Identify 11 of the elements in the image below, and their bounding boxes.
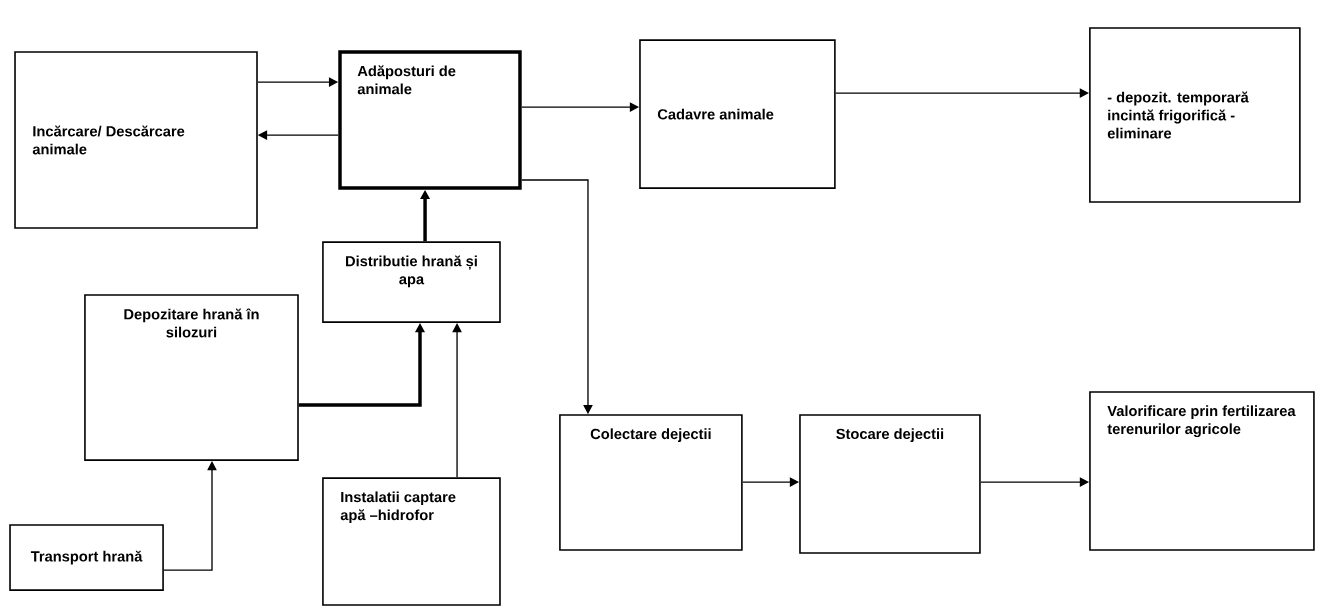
process-box: Distributie hrană și apa [322,241,501,323]
process-box: - depozit. temporară incintă frigorifică - eliminare [1089,27,1301,203]
process-box: Adăposturi de animale [338,50,522,190]
process-box: Cadavre animale [639,39,836,189]
process-box: Stocare dejectii [799,414,981,554]
process-box: Colectare dejectii [559,414,743,551]
process-box: Depozitare hrană în silozuri [84,294,299,461]
process-box: Valorificare prin fertilizarea terenurilor agricole [1089,391,1315,551]
process-box: Incărcare/ Descărcare animale [14,51,258,229]
process-box: Instalatii captare apă –hidrofor [322,477,501,606]
process-box: Transport hrană [9,524,164,591]
